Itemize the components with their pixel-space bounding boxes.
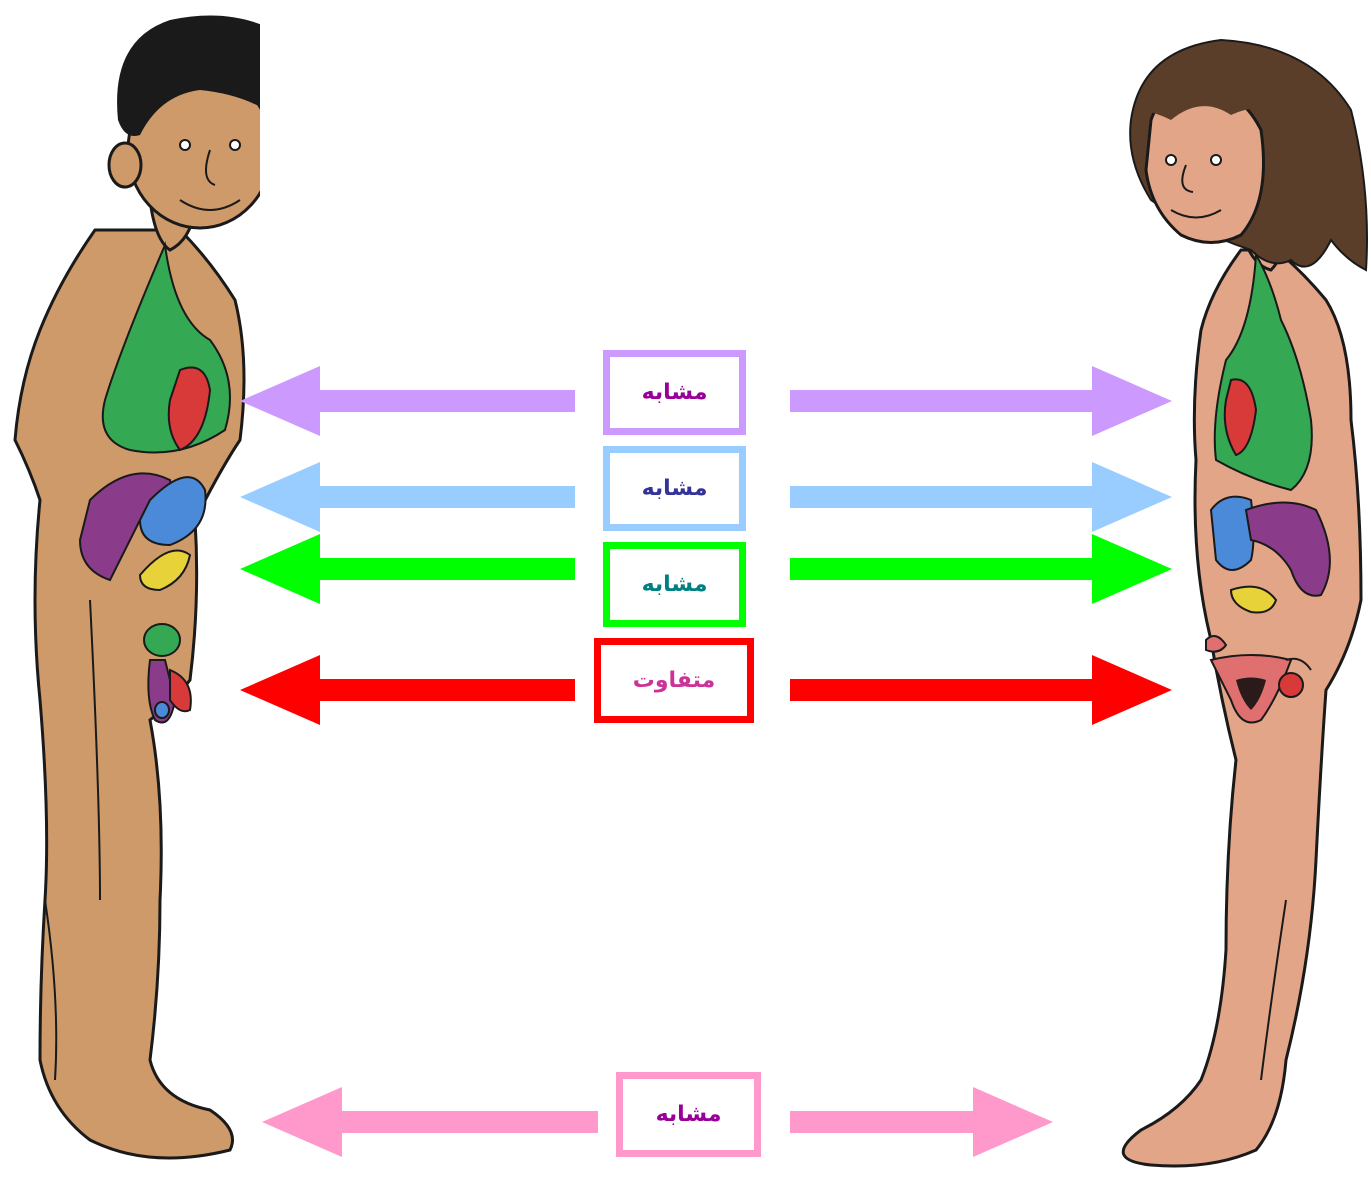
left-arrow-digestive: [240, 460, 575, 534]
left-arrow-reproductive: [240, 653, 575, 727]
label-box-kidney: مشابه: [603, 542, 746, 627]
label-box-lungs-heart: مشابه: [603, 350, 746, 435]
label-box-feet: مشابه: [616, 1072, 761, 1157]
left-arrow-feet: [262, 1085, 598, 1159]
label-box-reproductive: متفاوت: [594, 638, 754, 723]
label-box-digestive: مشابه: [603, 446, 746, 531]
left-arrow-kidney: [240, 532, 575, 606]
right-arrow-kidney: [790, 532, 1172, 606]
left-arrow-lungs-heart: [240, 364, 575, 438]
boy-figure: [0, 0, 260, 1183]
right-arrow-reproductive: [790, 653, 1172, 727]
right-arrow-digestive: [790, 460, 1172, 534]
right-arrow-lungs-heart: [790, 364, 1172, 438]
right-arrow-feet: [790, 1085, 1053, 1159]
